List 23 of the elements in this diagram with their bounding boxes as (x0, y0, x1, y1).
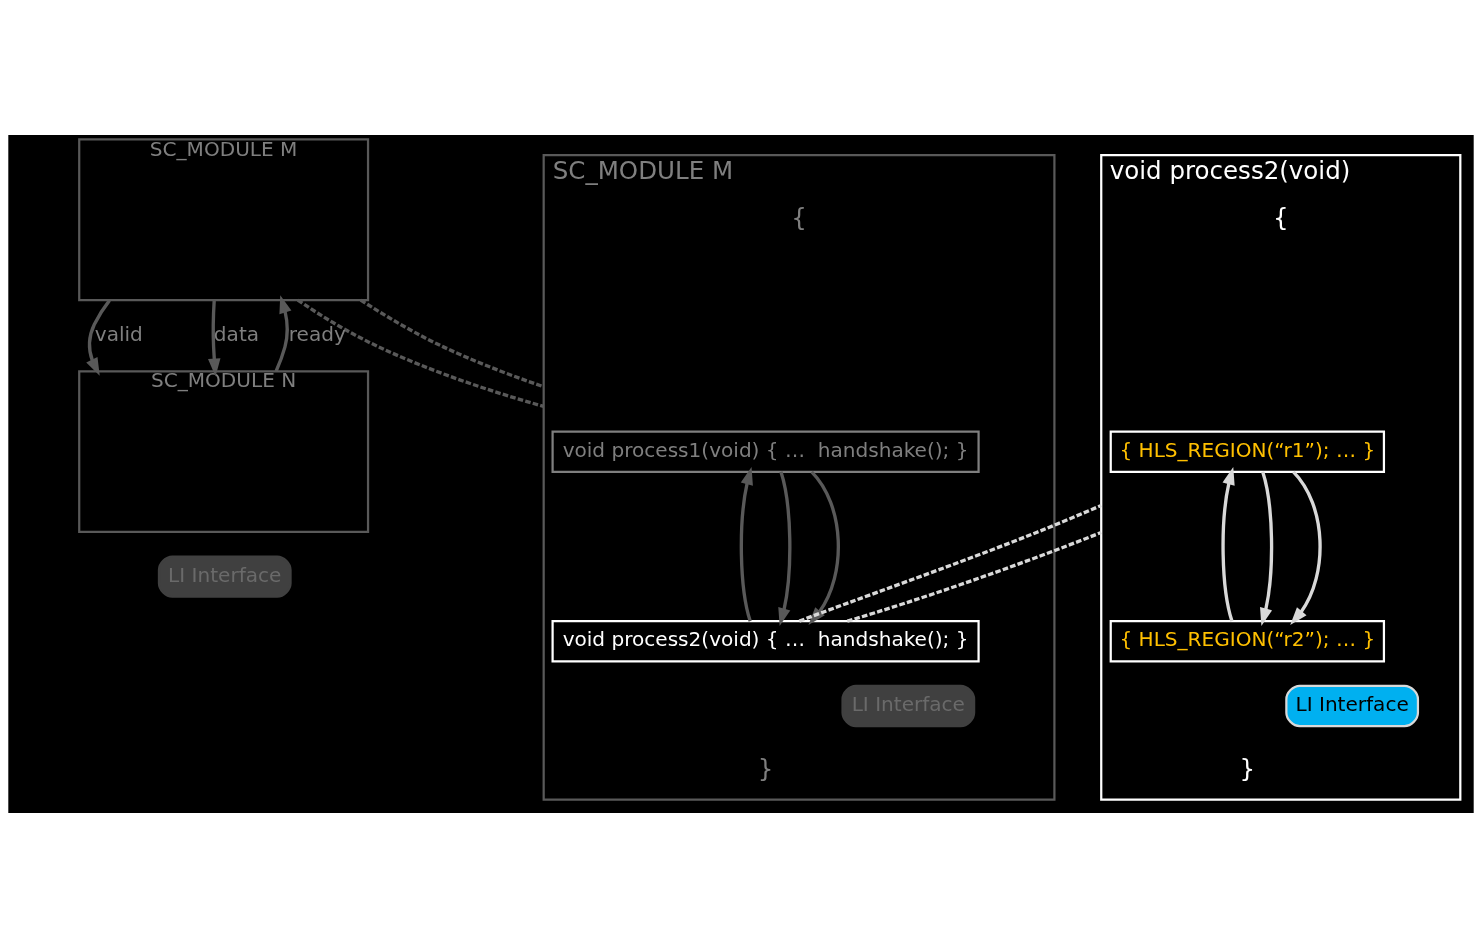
node-box: void process1(void) { … handshake(); } (551, 430, 980, 473)
edge-label: data (213, 321, 260, 346)
edge-label: valid (94, 321, 143, 346)
arrow (208, 299, 221, 376)
node-box: void process2(void) { … handshake(); } (551, 619, 980, 662)
node-box: LI Interface (1285, 684, 1420, 727)
arrow (1221, 466, 1235, 622)
arrow (274, 294, 292, 372)
arrow (1260, 470, 1274, 626)
node-box: { HLS_REGION(“r1”); … } (1109, 430, 1386, 473)
connector (798, 503, 1102, 623)
node-box: SC_MODULE N (78, 369, 370, 533)
connector (359, 298, 545, 388)
connector (846, 530, 1102, 623)
node-box: SC_MODULE M (78, 137, 370, 301)
arrow (778, 470, 792, 626)
arrow (1290, 470, 1322, 625)
arrow (739, 466, 753, 622)
node-box: { HLS_REGION(“r2”); … } (1109, 619, 1386, 662)
connector (296, 298, 545, 408)
arrow (86, 298, 111, 376)
edge-label: ready (288, 321, 346, 346)
arrow (808, 470, 840, 625)
